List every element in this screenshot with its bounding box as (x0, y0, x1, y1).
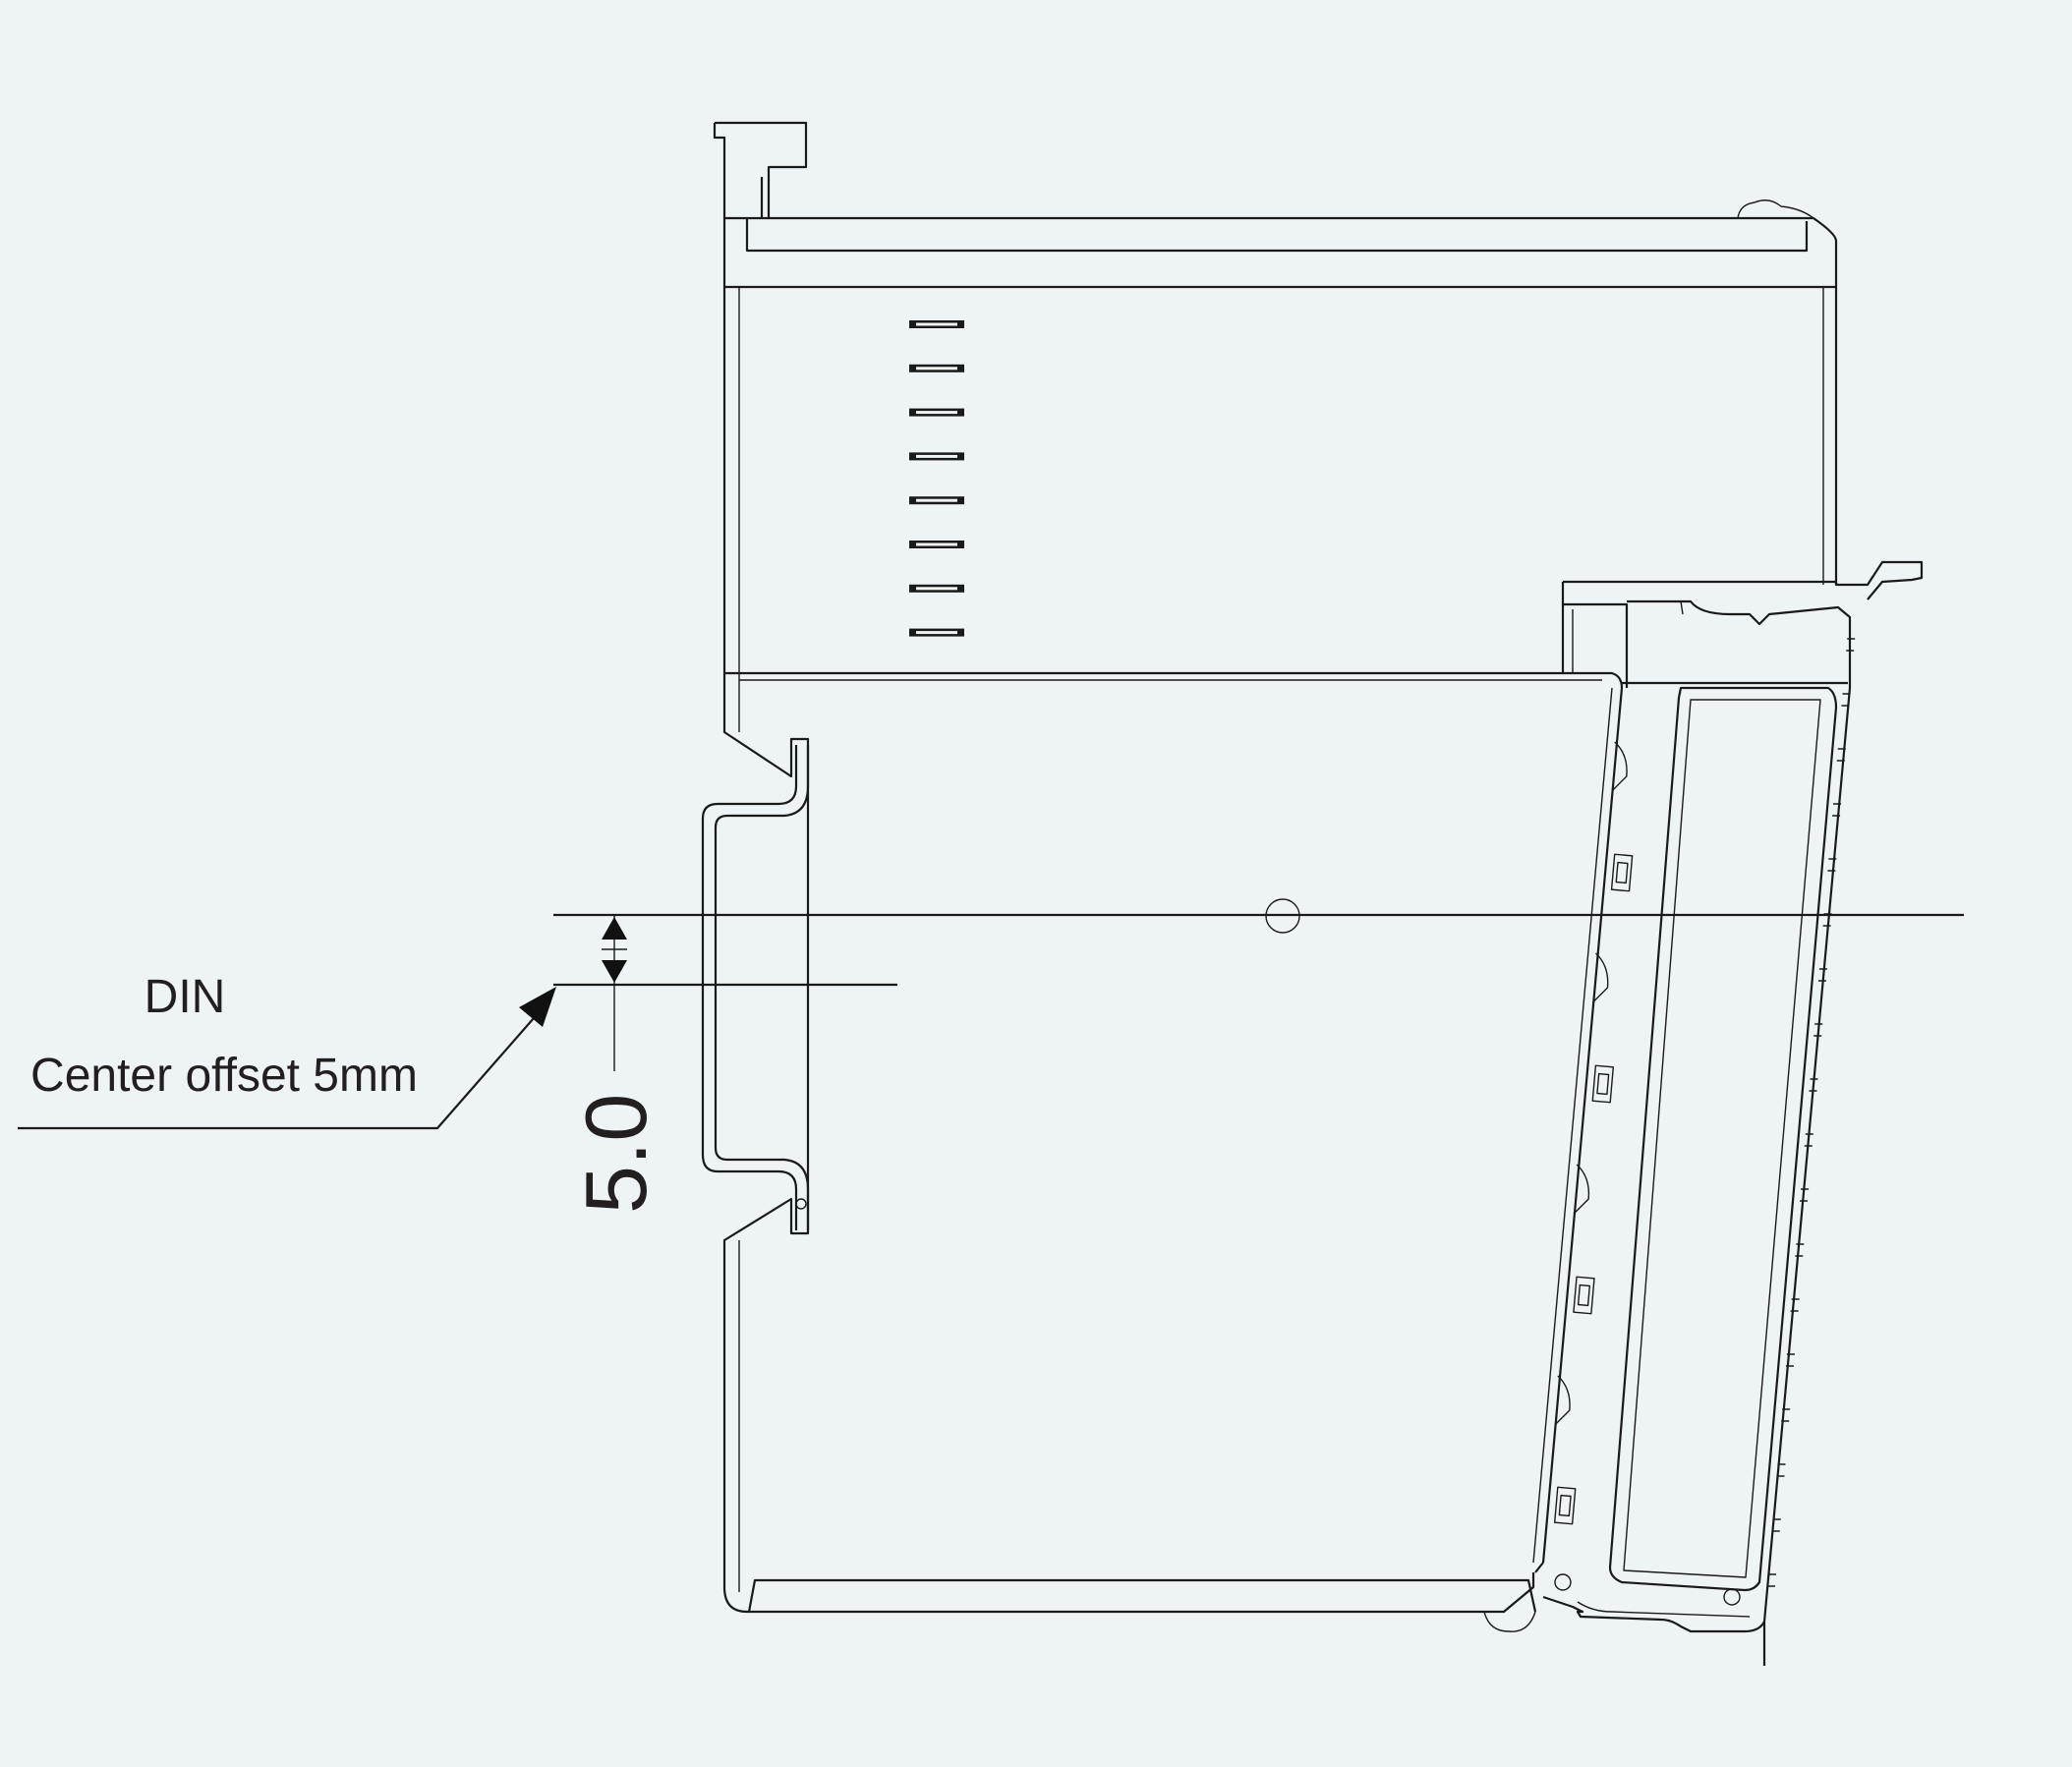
led-indicator-slot (916, 411, 957, 415)
dimension-arrow-up (602, 917, 627, 940)
cover-ridge (1813, 1023, 1823, 1037)
led-indicator-slot (916, 454, 957, 458)
cover-ridge (1800, 1188, 1810, 1202)
cover-ridge (1776, 1463, 1786, 1477)
dimension-value: 5.0 (567, 1094, 664, 1214)
cover-ridge (1785, 1353, 1795, 1367)
terminal-screw-head (1615, 861, 1629, 884)
led-indicator-slot (916, 542, 957, 546)
cover-ridge (1817, 968, 1827, 982)
terminal-screw-head (1596, 1072, 1610, 1096)
cover-ridge (1841, 693, 1851, 707)
led-indicator-column (909, 320, 964, 637)
terminal-screw (1610, 853, 1634, 892)
module-housing (713, 121, 1838, 1632)
cover-ridge (1832, 803, 1842, 817)
center-marker (1265, 898, 1300, 934)
callout-arrowhead (519, 987, 556, 1027)
terminal-screw (1591, 1064, 1615, 1104)
dimension-offset: 5.0 (567, 915, 664, 1214)
cover-ridge (1767, 1573, 1777, 1587)
cover-ridge (1809, 1078, 1818, 1092)
terminal-screw-column (1553, 638, 1856, 1587)
cover-ridge (1804, 1133, 1813, 1147)
led-indicator-slot (916, 367, 957, 370)
led-indicator-slot (916, 631, 957, 635)
dimension-arrow-down (602, 960, 627, 983)
reference-lines (553, 898, 1964, 987)
terminal-notch (1591, 952, 1609, 1003)
callout-subtitle: Center offset 5mm (30, 1050, 418, 1102)
cover-ridge (1846, 638, 1856, 652)
led-indicator-slot (916, 322, 957, 326)
terminal-notch (1554, 1375, 1571, 1426)
din-offset-callout: DIN Center offset 5mm (18, 971, 556, 1130)
cover-ridge (1781, 1408, 1791, 1422)
cover-ridge (1790, 1298, 1800, 1312)
terminal-screw (1553, 1486, 1577, 1525)
terminal-notch (1611, 741, 1628, 792)
cover-ridge (1827, 858, 1837, 872)
cover-ridge (1771, 1518, 1781, 1532)
led-indicator-slot (916, 587, 957, 591)
din-rail-profile (701, 745, 810, 1230)
terminal-cover (1532, 560, 1924, 1666)
led-indicator-slot (916, 498, 957, 502)
cover-ridge (1795, 1243, 1805, 1257)
terminal-screw (1573, 1276, 1595, 1315)
terminal-screw-head (1558, 1494, 1572, 1517)
callout-title: DIN (144, 971, 226, 1023)
terminal-screw-head (1577, 1283, 1591, 1307)
cover-ridge (1836, 748, 1846, 762)
terminal-notch (1573, 1164, 1590, 1215)
